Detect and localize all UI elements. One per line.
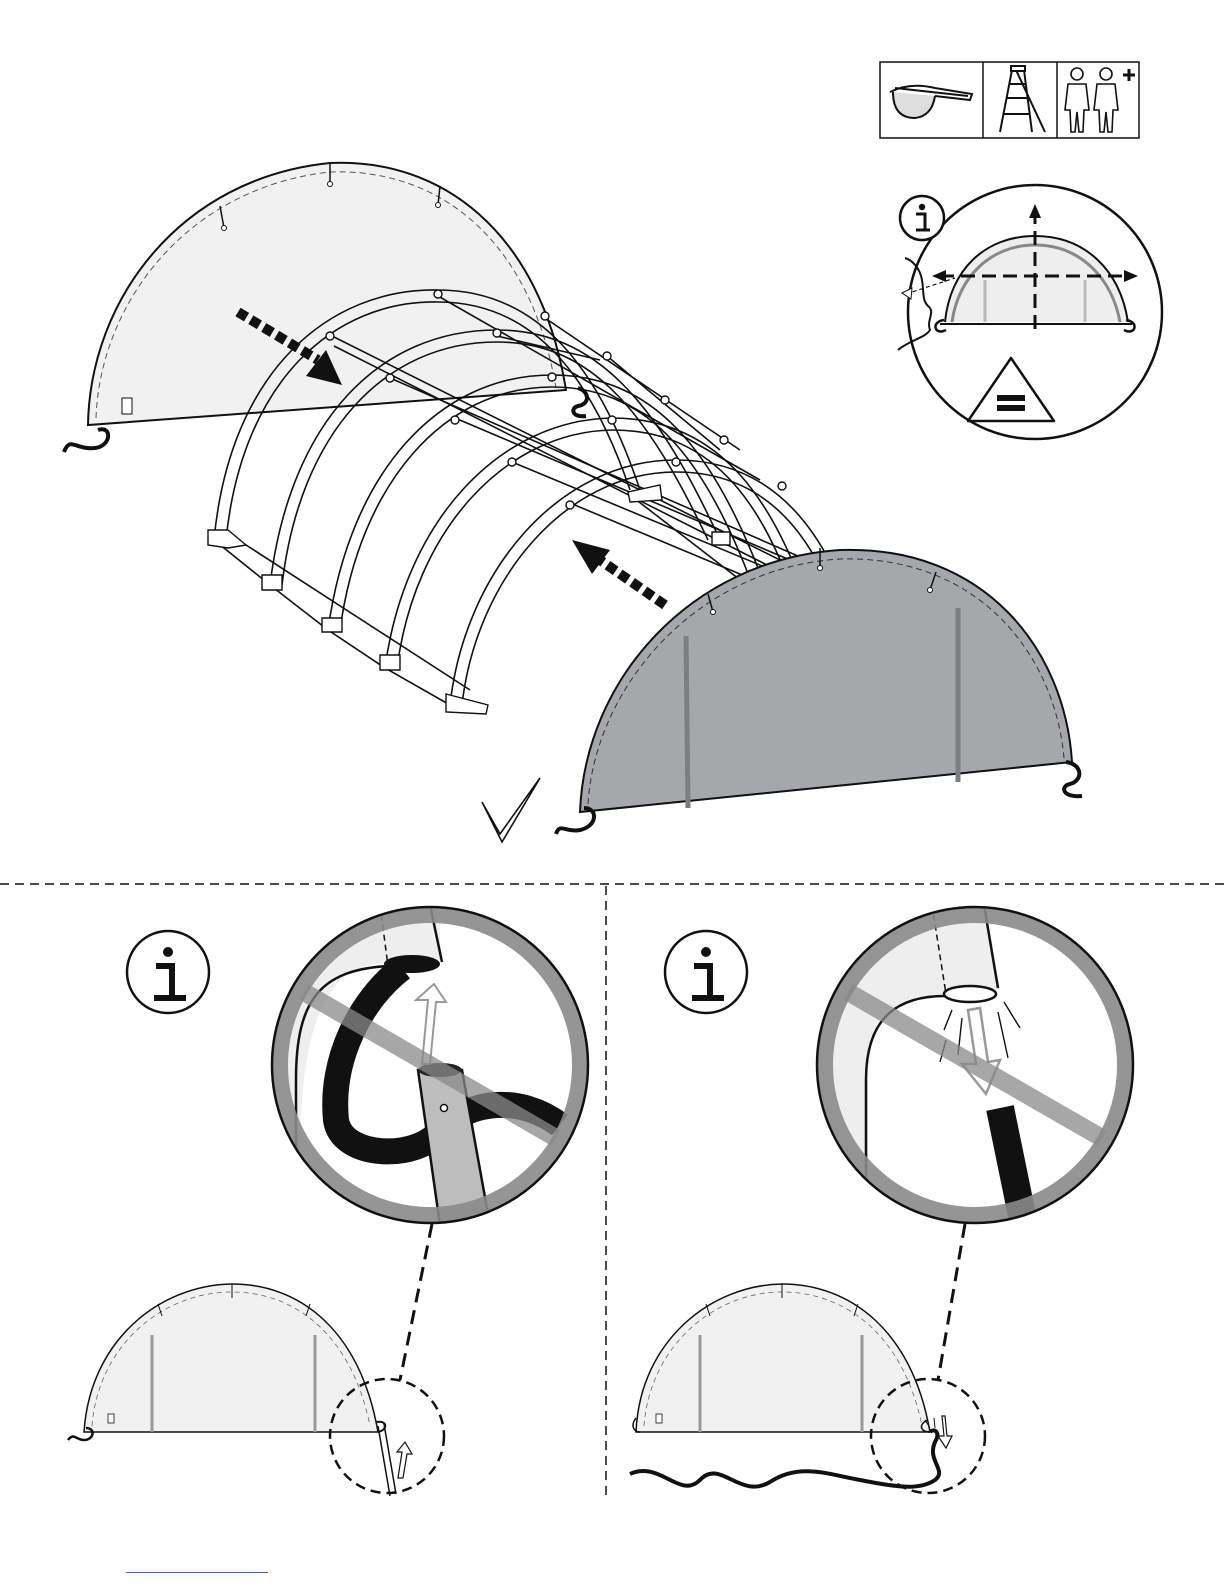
header-icons (880, 62, 1139, 138)
slide-in-arrow-front (572, 540, 665, 605)
footer-link-line (126, 1572, 268, 1573)
checkmark-icon (482, 778, 540, 842)
back-end-cover (64, 163, 587, 452)
centering-info-panel (898, 185, 1162, 439)
info-icon (900, 196, 944, 240)
rope-insert-warning-panel (68, 905, 590, 1496)
info-icon (665, 931, 747, 1013)
rope-hook-icon (64, 429, 108, 452)
info-icon (127, 931, 209, 1013)
front-end-cover (556, 548, 1082, 834)
rope-loose-warning-panel (630, 905, 1135, 1493)
rope-hook-icon (1064, 762, 1082, 796)
